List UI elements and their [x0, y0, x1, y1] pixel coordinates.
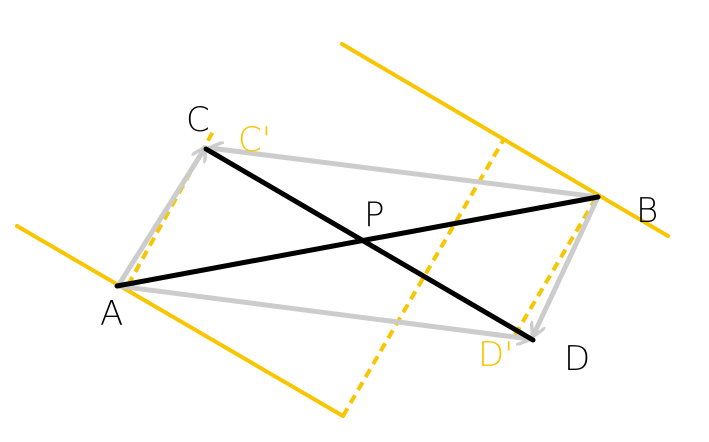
vector-a-to-c: [115, 148, 205, 288]
vector-b-to-c: [210, 148, 599, 200]
yellow-line-through-a: [15, 224, 345, 418]
point-labels: C C' P B A D' D: [100, 100, 658, 379]
label-c-prime: C': [238, 120, 271, 160]
vector-b-to-d: [533, 195, 601, 336]
yellow-construction: [15, 42, 670, 418]
yellow-dashed-transversal: [341, 137, 506, 418]
label-b: B: [636, 191, 658, 231]
grey-vectors: [115, 148, 601, 339]
label-c: C: [186, 100, 210, 140]
segment-c-d: [203, 146, 536, 343]
label-d: D: [564, 339, 590, 379]
black-segments: [114, 146, 601, 343]
label-d-prime: D': [478, 335, 514, 375]
segment-a-b: [114, 194, 601, 289]
label-p: P: [364, 195, 385, 235]
vector-a-to-d: [117, 283, 530, 339]
label-a: A: [100, 294, 123, 334]
yellow-dashed-b-to-d-prime: [510, 196, 598, 342]
